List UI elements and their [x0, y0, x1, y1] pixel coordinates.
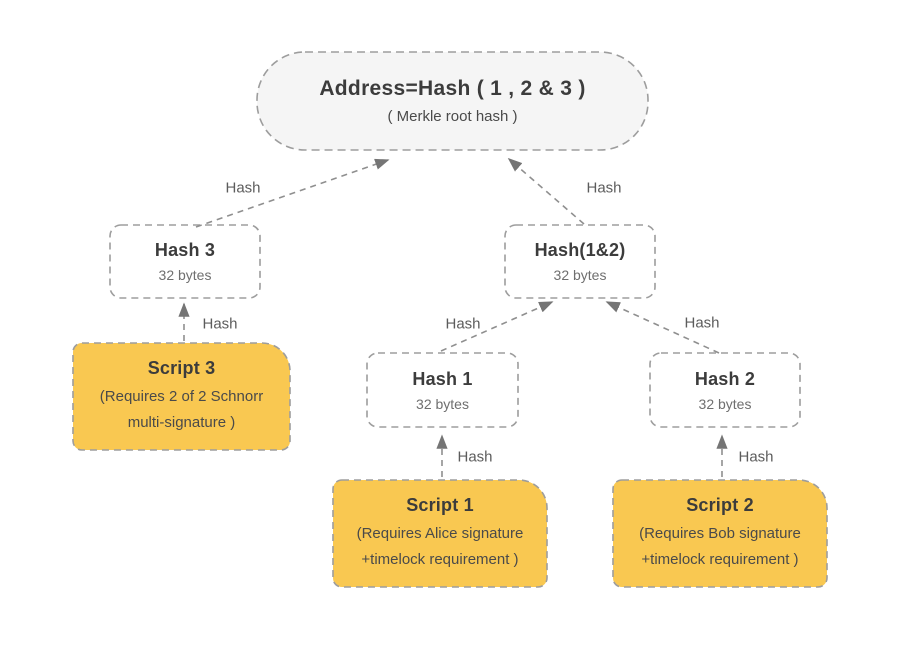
edge-label-script2-to-hash2: Hash: [738, 448, 774, 466]
script3-node-shape: [72, 342, 291, 451]
script1-node-shape: [332, 479, 548, 588]
edge-label-script1-to-hash1: Hash: [457, 448, 493, 466]
hash3-node-shape: [109, 224, 261, 299]
root-node-shape: [256, 51, 649, 151]
hash12-node-shape: [504, 224, 656, 299]
edge-label-hash12-to-root: Hash: [586, 179, 622, 197]
edge-hash12-to-root: [507, 157, 585, 225]
edge-label-script3-to-hash3: Hash: [202, 315, 238, 333]
edge-label-hash1-to-hash12: Hash: [445, 315, 481, 333]
edge-hash2-to-hash12: [605, 301, 720, 354]
edge-hash1-to-hash12: [440, 301, 554, 352]
edge-hash3-to-root: [195, 158, 390, 228]
edge-label-hash2-to-hash12: Hash: [684, 314, 720, 332]
hash2-node-shape: [649, 352, 801, 428]
script2-node-shape: [612, 479, 828, 588]
hash1-node-shape: [366, 352, 519, 428]
edge-label-hash3-to-root: Hash: [225, 179, 261, 197]
